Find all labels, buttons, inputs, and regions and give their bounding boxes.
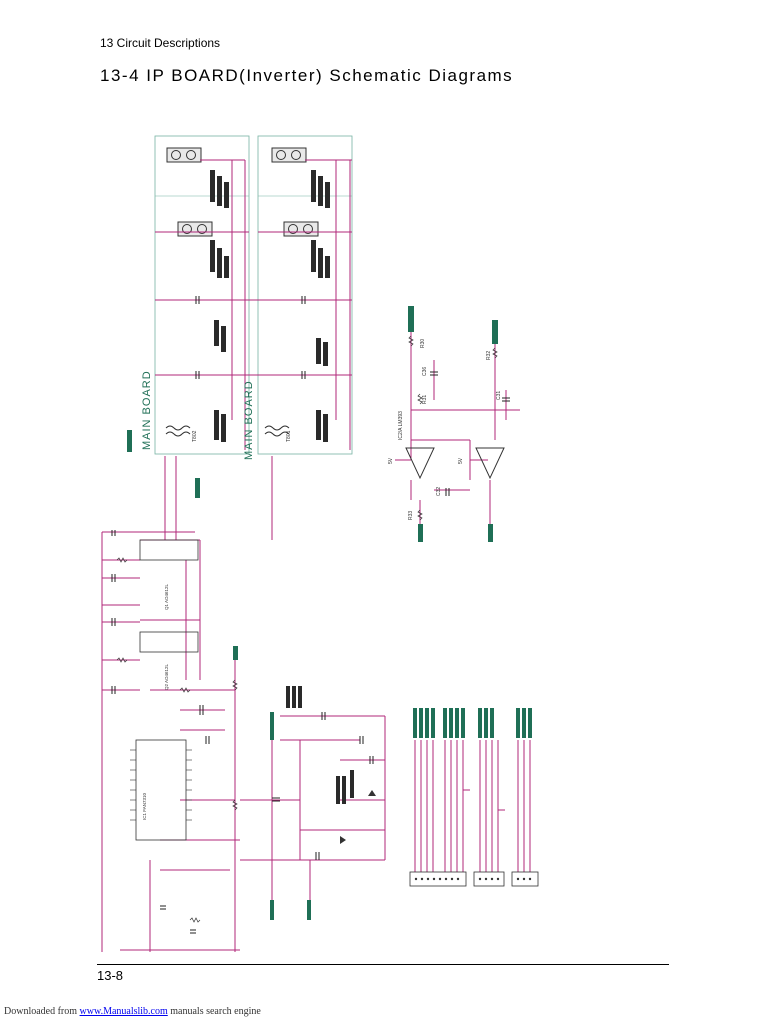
connector-tabs: [127, 306, 498, 920]
transformer-icons: [165, 425, 290, 437]
label-c31: C31: [496, 391, 502, 400]
label-c36: C36: [422, 367, 428, 376]
center-diodes: [340, 790, 376, 844]
comparator-resistors: [408, 335, 498, 521]
center-passives: [272, 712, 374, 860]
center-components: [286, 686, 354, 804]
ic-controller-label: IC1 FAN7310: [142, 792, 147, 820]
page-number: 13-8: [97, 968, 124, 983]
center-wires: [240, 715, 386, 900]
board-label-right: MAIN BOARD: [243, 380, 255, 460]
control-wires: [101, 456, 273, 952]
transformer-label-left: T802: [192, 430, 198, 442]
board-label-left: MAIN BOARD: [141, 370, 153, 450]
label-r30: R30: [420, 339, 426, 348]
lamp-connector-icons: [166, 147, 319, 237]
comparator-wires: [395, 332, 520, 524]
download-suffix: manuals search engine: [167, 1006, 261, 1017]
footer-rule: [97, 964, 669, 965]
download-prefix: Downloaded from: [4, 1006, 80, 1017]
left-resistors: [116, 557, 238, 923]
board-capacitors: [195, 296, 306, 379]
board-bus-lines: [155, 159, 352, 450]
label-c32: C32: [436, 487, 442, 496]
ic-mosfet-1-label: Q1 AO4612L: [164, 583, 169, 610]
comparator-supply-left: 5V: [388, 457, 394, 464]
download-note: Downloaded from www.Manualslib.com manua…: [4, 1006, 261, 1017]
label-r33: R33: [408, 511, 414, 520]
manualslib-link[interactable]: www.Manualslib.com: [79, 1006, 168, 1017]
label-r32: R32: [486, 351, 492, 360]
page-title: 13-4 IP BOARD(Inverter) Schematic Diagra…: [100, 66, 514, 85]
label-r31: R31: [422, 395, 428, 404]
section-label: 13 Circuit Descriptions: [100, 36, 221, 50]
transformer-label-right: T801: [286, 430, 292, 442]
ic-pins: [130, 749, 192, 821]
output-connector-group: [409, 708, 539, 887]
comparator-ic-label: IC2/A LM393: [398, 411, 404, 440]
transformer-board-left: [154, 135, 250, 455]
transformer-board-right: [257, 135, 353, 455]
left-passives: [111, 530, 210, 934]
ic-mosfet-2-label: Q2 AO4612L: [164, 663, 169, 690]
comparator-capacitors: [430, 371, 510, 496]
board-components: [210, 170, 330, 442]
comparator-amps: [405, 447, 505, 480]
comparator-supply-right: 5V: [458, 457, 464, 464]
